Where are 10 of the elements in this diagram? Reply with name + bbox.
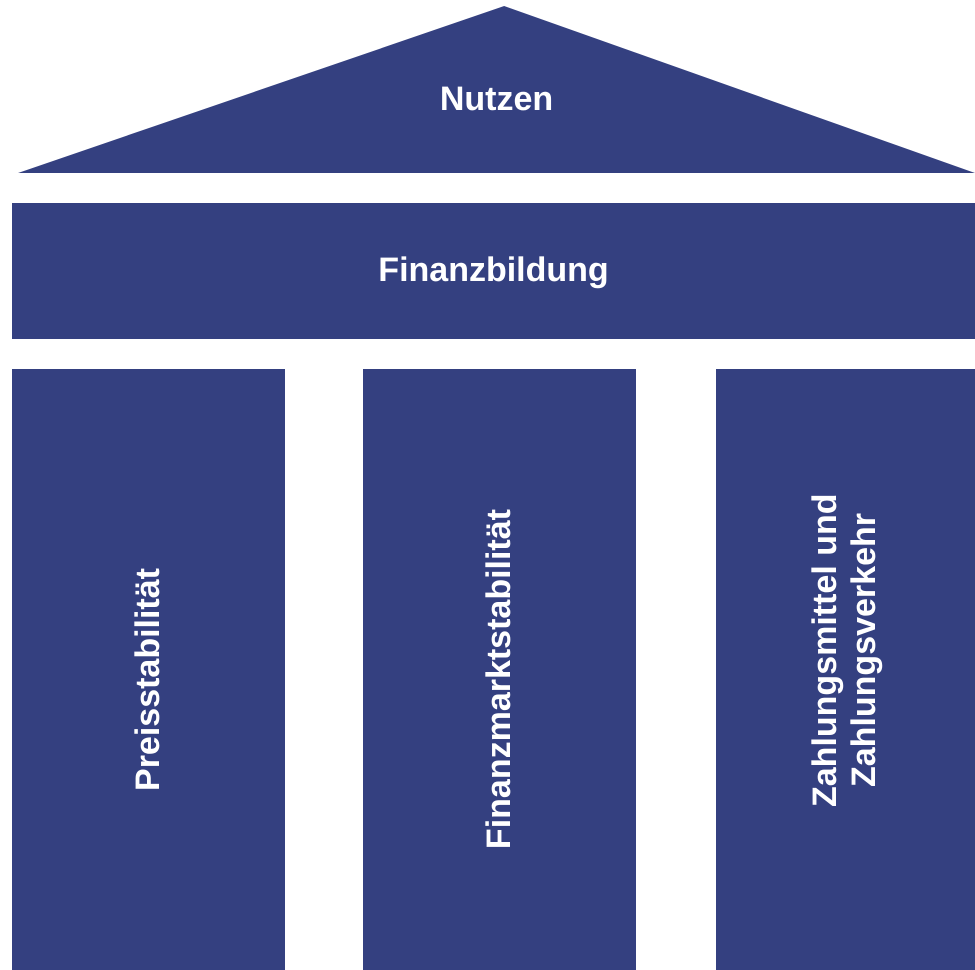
beam-label: Finanzbildung [378,251,609,291]
beam-band [12,203,975,339]
pillar-box [12,369,285,970]
pillar-box [716,369,975,970]
pillar-label: Zahlungsmittel und Zahlungsverkehr [806,492,884,808]
roof-label: Nutzen [440,80,554,120]
pillar-label: Preisstabilität [128,568,168,791]
pillar-box [363,369,636,970]
pillar-label: Finanzmarktstabilität [480,509,519,850]
roof-triangle [18,6,975,173]
